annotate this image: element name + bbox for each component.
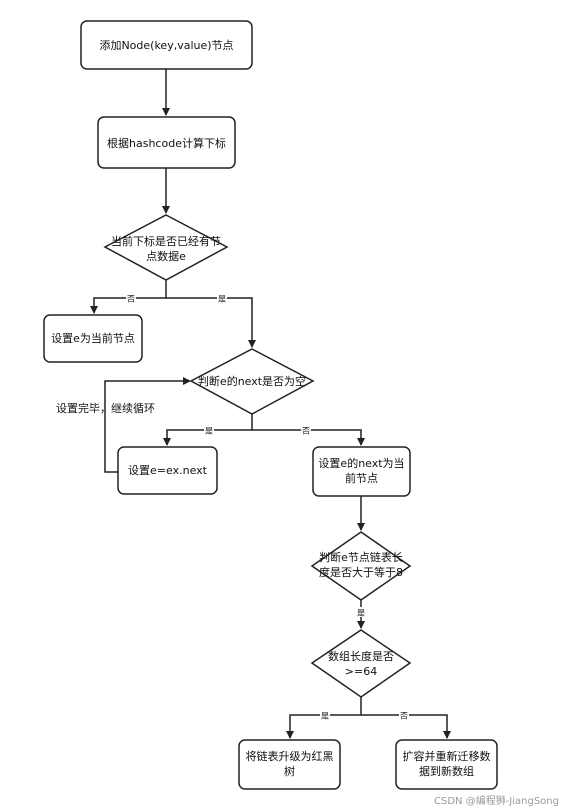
node-resize: 扩容并重新迁移数 据到新数组 (395, 739, 498, 790)
node-set-next-current-line2: 前节点 (345, 471, 378, 485)
node-set-current: 设置e为当前节点 (43, 314, 143, 363)
edge-arraylen-no (361, 714, 451, 739)
node-to-rbtree-line2: 树 (284, 764, 295, 778)
svg-text:是: 是 (218, 295, 226, 304)
label-hasdata-no: 否 (126, 293, 136, 304)
edge-hasdata-yes (166, 297, 256, 348)
edge-nextnull-no (252, 429, 365, 446)
svg-text:是: 是 (205, 427, 213, 436)
label-nextnull-yes: 是 (204, 425, 214, 436)
node-resize-line1: 扩容并重新迁移数 (403, 749, 491, 763)
label-arraylen-yes: 是 (320, 710, 330, 721)
node-set-next: 设置e=ex.next (117, 446, 218, 495)
decision-array-length-line1: 数组长度是否 (328, 649, 394, 663)
edge-loop-back (104, 377, 191, 473)
loop-note: 设置完毕，继续循环 (56, 401, 155, 415)
decision-array-length: 数组长度是否 >=64 (310, 629, 412, 698)
svg-text:否: 否 (302, 427, 310, 436)
label-listlen-yes: 是 (356, 607, 366, 618)
node-to-rbtree-line1: 将链表升级为红黑 (246, 749, 334, 763)
decision-list-length: 判断e节点链表长 度是否大于等于8 (310, 531, 412, 601)
decision-next-null: 判断e的next是否为空 (189, 348, 315, 415)
decision-has-data-line2: 点数据e (146, 249, 186, 263)
decision-has-data-line1: 当前下标是否已经有节 (111, 234, 221, 248)
node-compute-index-label: 根据hashcode计算下标 (107, 136, 226, 150)
svg-text:是: 是 (357, 609, 365, 618)
svg-text:否: 否 (400, 712, 408, 721)
node-add-node: 添加Node(key,value)节点 (80, 20, 253, 70)
svg-text:是: 是 (321, 712, 329, 721)
decision-list-length-line1: 判断e节点链表长 (319, 550, 403, 564)
node-set-next-label: 设置e=ex.next (128, 464, 208, 477)
label-nextnull-no: 否 (301, 425, 311, 436)
node-set-next-current: 设置e的next为当 前节点 (312, 446, 411, 497)
svg-text:否: 否 (127, 295, 135, 304)
label-hasdata-yes: 是 (217, 293, 227, 304)
node-resize-line2: 据到新数组 (419, 764, 474, 778)
node-to-rbtree: 将链表升级为红黑 树 (238, 739, 341, 790)
watermark: CSDN @编程狮-JiangSong (434, 794, 559, 807)
node-compute-index: 根据hashcode计算下标 (97, 116, 236, 169)
node-set-next-current-line1: 设置e的next为当 (318, 456, 404, 470)
node-set-current-label: 设置e为当前节点 (51, 331, 135, 345)
decision-has-data: 当前下标是否已经有节 点数据e (103, 214, 229, 281)
node-add-node-label: 添加Node(key,value)节点 (99, 38, 233, 52)
decision-next-null-label: 判断e的next是否为空 (198, 374, 306, 388)
decision-list-length-line2: 度是否大于等于8 (319, 565, 403, 579)
decision-array-length-line2: >=64 (345, 665, 377, 678)
label-arraylen-no: 否 (399, 710, 409, 721)
